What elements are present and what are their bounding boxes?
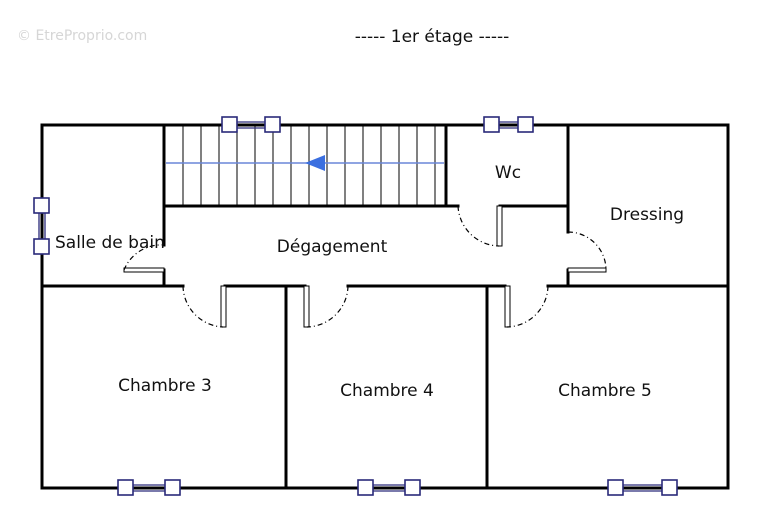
room-label-chambre-3: Chambre 3 — [118, 376, 212, 396]
room-label-chambre-4: Chambre 4 — [340, 381, 434, 401]
room-label-degagement: Dégagement — [277, 237, 388, 257]
outer-walls — [40, 123, 730, 490]
room-label-dressing: Dressing — [610, 205, 684, 225]
room-label-chambre-5: Chambre 5 — [558, 381, 652, 401]
doors — [123, 205, 607, 328]
staircase — [166, 125, 444, 206]
room-label-wc: Wc — [495, 163, 521, 183]
door-wc — [457, 205, 503, 247]
window-chambre-4 — [357, 479, 421, 496]
watermark: © EtreProprio.com — [17, 28, 147, 44]
window-chambre-5 — [607, 479, 678, 496]
windows — [33, 116, 678, 496]
floor-title: ----- 1er étage ----- — [355, 27, 510, 47]
door-chambre-3 — [182, 285, 227, 328]
room-label-salle-de-bain: Salle de bain — [55, 233, 165, 253]
window-salle-de-bain — [33, 197, 50, 255]
door-chambre-5 — [504, 285, 549, 328]
window-chambre-3 — [117, 479, 181, 496]
window-stair-top — [221, 116, 281, 133]
door-salle-de-bain — [123, 244, 165, 273]
window-wc-top — [483, 116, 534, 133]
stair-arrow-icon — [305, 155, 325, 171]
door-chambre-4 — [303, 285, 349, 328]
interior-walls — [40, 123, 730, 490]
door-dressing — [567, 231, 607, 273]
